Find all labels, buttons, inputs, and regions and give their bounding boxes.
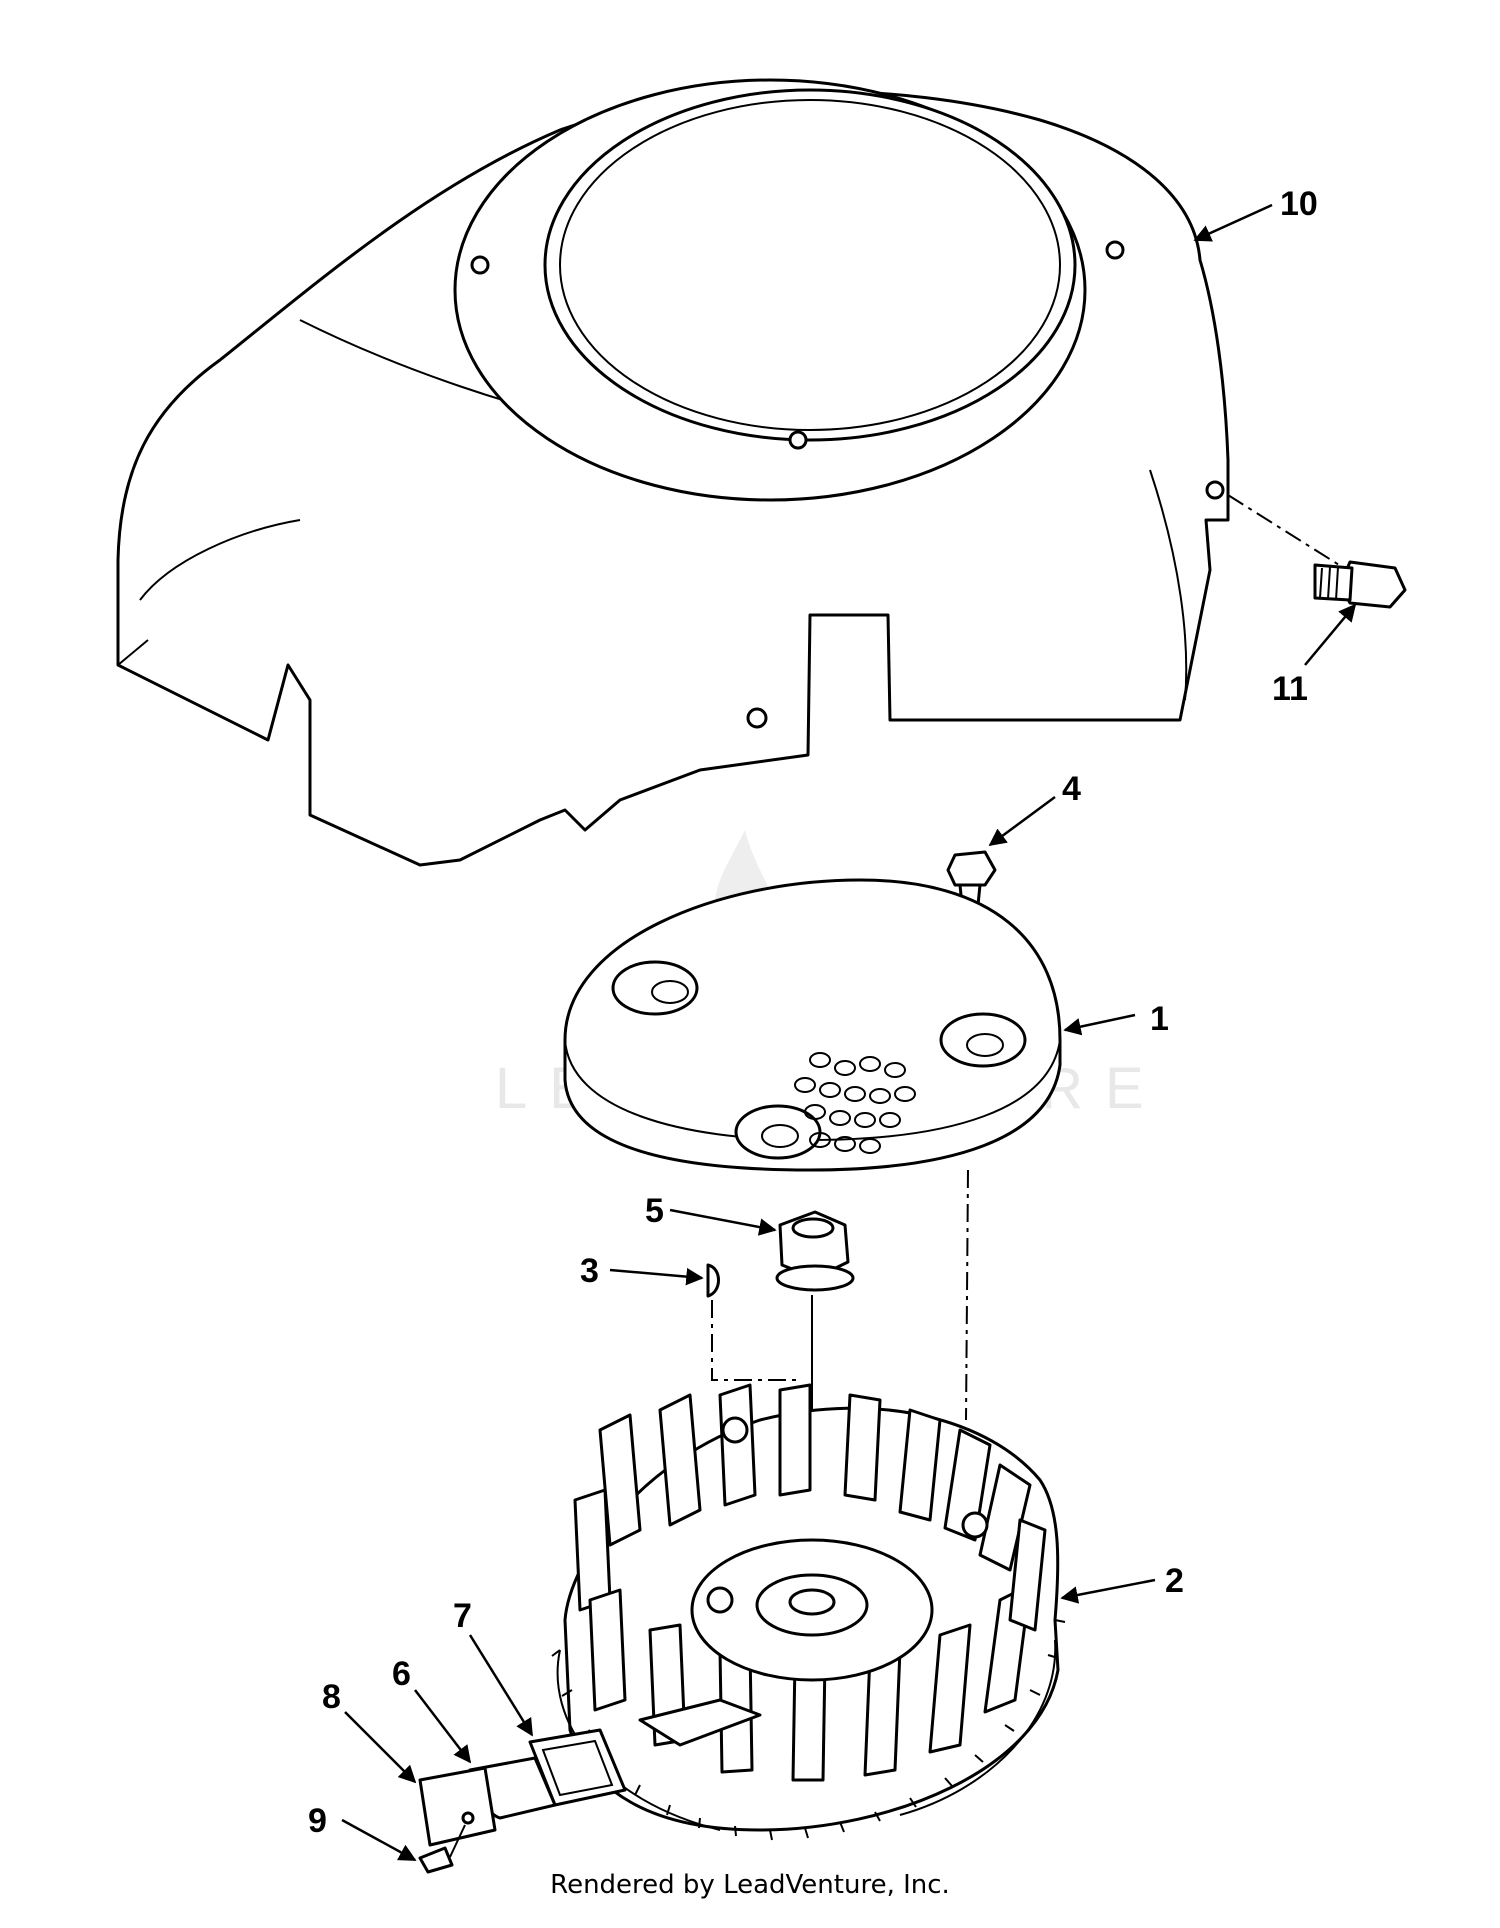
leader-1: [1063, 1013, 1136, 1036]
blower-housing: [116, 78, 1230, 867]
callout-4: 4: [1062, 770, 1081, 808]
callout-9: 9: [308, 1802, 327, 1840]
leader-6: [414, 1689, 472, 1764]
footer-credit: Rendered by LeadVenture, Inc.: [550, 1870, 950, 1900]
callout-7: 7: [453, 1597, 472, 1635]
callout-8: 8: [322, 1678, 341, 1716]
leader-8: [344, 1711, 417, 1784]
leader-11: [1304, 603, 1357, 666]
blower-housing-cover: [563, 878, 1062, 1421]
leader-3: [609, 1267, 704, 1286]
leader-5: [669, 1208, 777, 1236]
plate: [418, 1766, 497, 1847]
leader-lines: [341, 203, 1357, 1862]
callout-2: 2: [1165, 1562, 1184, 1600]
cover-vent-holes: [794, 1052, 916, 1154]
leader-10: [1193, 203, 1273, 242]
callout-10: 10: [1280, 185, 1318, 223]
callout-5: 5: [645, 1192, 664, 1230]
callout-labels: 1 2 3 4 5 6 7 8 9 10 11: [308, 185, 1318, 1840]
callout-3: 3: [580, 1252, 599, 1290]
leader-7: [468, 1634, 534, 1737]
callout-11: 11: [1272, 670, 1308, 708]
callout-1: 1: [1150, 1000, 1169, 1038]
callout-6: 6: [392, 1655, 411, 1693]
housing-bolt: [1227, 494, 1407, 609]
plate-screw: [418, 1824, 466, 1874]
leader-9: [341, 1818, 417, 1862]
flywheel: [551, 1383, 1066, 1841]
flywheel-fins: [573, 1383, 1047, 1782]
leader-4: [988, 795, 1056, 847]
leader-2: [1060, 1578, 1156, 1604]
